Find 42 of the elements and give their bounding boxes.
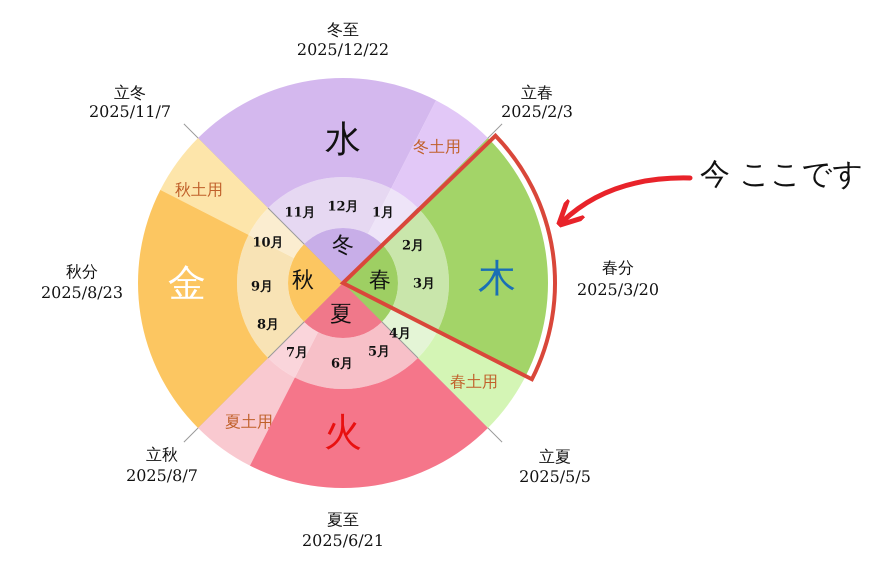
season-character: 冬 — [332, 235, 354, 257]
solar-term-label: 立春 — [521, 85, 553, 101]
doyo-label: 夏土用 — [225, 414, 273, 430]
solar-term-label: 冬至 — [327, 22, 359, 38]
date-label: 2025/6/21 — [302, 533, 384, 549]
month-label: 4月 — [388, 328, 412, 340]
date-label: 2025/2/3 — [501, 104, 573, 120]
month-label: 10月 — [252, 236, 284, 250]
solar-term-label: 秋分 — [66, 264, 98, 280]
solar-term-label: 立冬 — [114, 85, 146, 101]
arrow — [556, 176, 692, 228]
solar-term-label: 立秋 — [146, 447, 178, 463]
solar-term-label: 春分 — [602, 260, 634, 276]
date-label: 2025/11/7 — [88, 104, 172, 120]
season-character: 秋 — [292, 270, 314, 292]
month-label: 7月 — [286, 346, 308, 360]
date-label: 2025/5/5 — [519, 469, 591, 485]
element-character: 金 — [168, 264, 206, 302]
season-character: 夏 — [330, 304, 352, 326]
element-character: 火 — [324, 413, 362, 451]
element-character: 木 — [478, 259, 516, 297]
month-label: 3月 — [412, 278, 436, 290]
date-label: 2025/8/23 — [40, 285, 124, 301]
month-label: 5月 — [368, 346, 390, 358]
month-label: 12月 — [327, 200, 359, 214]
element-character: 水 — [325, 122, 361, 158]
callout-text: 今 ここです — [700, 158, 864, 191]
date-label: 2025/12/22 — [296, 42, 390, 58]
doyo-label: 春土用 — [450, 374, 498, 390]
month-label: 8月 — [256, 318, 280, 332]
date-label: 2025/8/7 — [126, 468, 198, 484]
doyo-label: 冬土用 — [413, 139, 461, 155]
doyo-label: 秋土用 — [175, 182, 223, 198]
month-label: 6月 — [330, 358, 354, 370]
month-label: 1月 — [372, 206, 394, 220]
month-label: 11月 — [284, 206, 316, 220]
date-label: 2025/3/20 — [576, 282, 660, 298]
season-character: 春 — [369, 270, 391, 292]
month-label: 2月 — [402, 240, 424, 252]
solar-term-label: 夏至 — [327, 512, 359, 528]
solar-term-label: 立夏 — [539, 449, 571, 465]
month-label: 9月 — [250, 280, 274, 294]
